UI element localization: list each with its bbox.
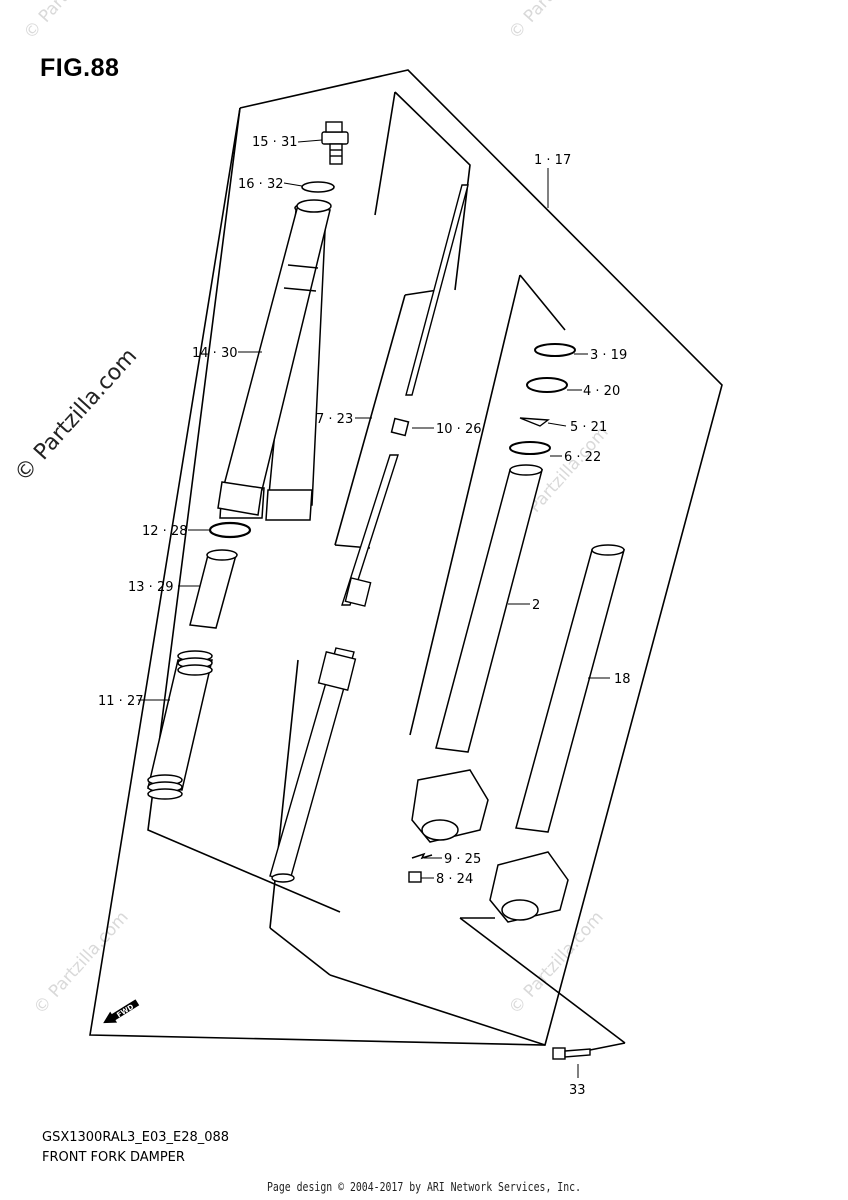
- drain-bolt-part: [408, 871, 422, 883]
- label-8-24: 8 · 24: [436, 872, 473, 887]
- label-18: 18: [614, 672, 631, 687]
- axle-bolt-part: [552, 1047, 591, 1060]
- label-2: 2: [532, 598, 540, 613]
- label-33: 33: [569, 1083, 586, 1098]
- inner-tube-part-2: [411, 464, 543, 843]
- diagram-code: GSX1300RAL3_E03_E28_088: [42, 1130, 230, 1145]
- o-ring-part: [301, 181, 335, 193]
- label-5-21: 5 · 21: [570, 420, 607, 435]
- label-10-26: 10 · 26: [436, 422, 481, 437]
- damper-rod-part: [269, 184, 469, 883]
- stopper-ring-part: [526, 377, 568, 393]
- assembly-outline: [89, 69, 723, 1046]
- page-credit: Page design © 2004-2017 by ARI Network S…: [267, 1180, 581, 1194]
- label-6-22: 6 · 22: [564, 450, 601, 465]
- fwd-arrow-icon: FWD: [103, 999, 140, 1024]
- label-4-20: 4 · 20: [583, 384, 620, 399]
- label-13-29: 13 · 29: [128, 580, 173, 595]
- fwd-label: FWD: [115, 1003, 135, 1020]
- label-1-17: 1 · 17: [534, 153, 571, 168]
- label-11-27: 11 · 27: [98, 694, 143, 709]
- retaining-clip-part: [519, 417, 550, 427]
- label-3-19: 3 · 19: [590, 348, 627, 363]
- dust-seal-part: [534, 343, 576, 357]
- figure-title: FIG.88: [40, 54, 120, 82]
- label-12-28: 12 · 28: [142, 524, 187, 539]
- slide-bushing-part: [189, 549, 238, 629]
- label-7-23: 7 · 23: [316, 412, 353, 427]
- lock-nut-part: [390, 417, 410, 437]
- label-9-25: 9 · 25: [444, 852, 481, 867]
- washer-part: [411, 852, 433, 860]
- label-15-31: 15 · 31: [252, 135, 297, 150]
- oil-seal-part: [509, 441, 551, 455]
- diagram-name: FRONT FORK DAMPER: [42, 1150, 185, 1165]
- group-outline: [394, 91, 471, 291]
- cap-bolt-part: [321, 121, 349, 165]
- seal-ring-part: [208, 521, 252, 539]
- fork-spring-part: [147, 650, 213, 800]
- label-16-32: 16 · 32: [238, 177, 283, 192]
- label-14-30: 14 · 30: [192, 346, 237, 361]
- inner-tube-part-18: [489, 544, 625, 923]
